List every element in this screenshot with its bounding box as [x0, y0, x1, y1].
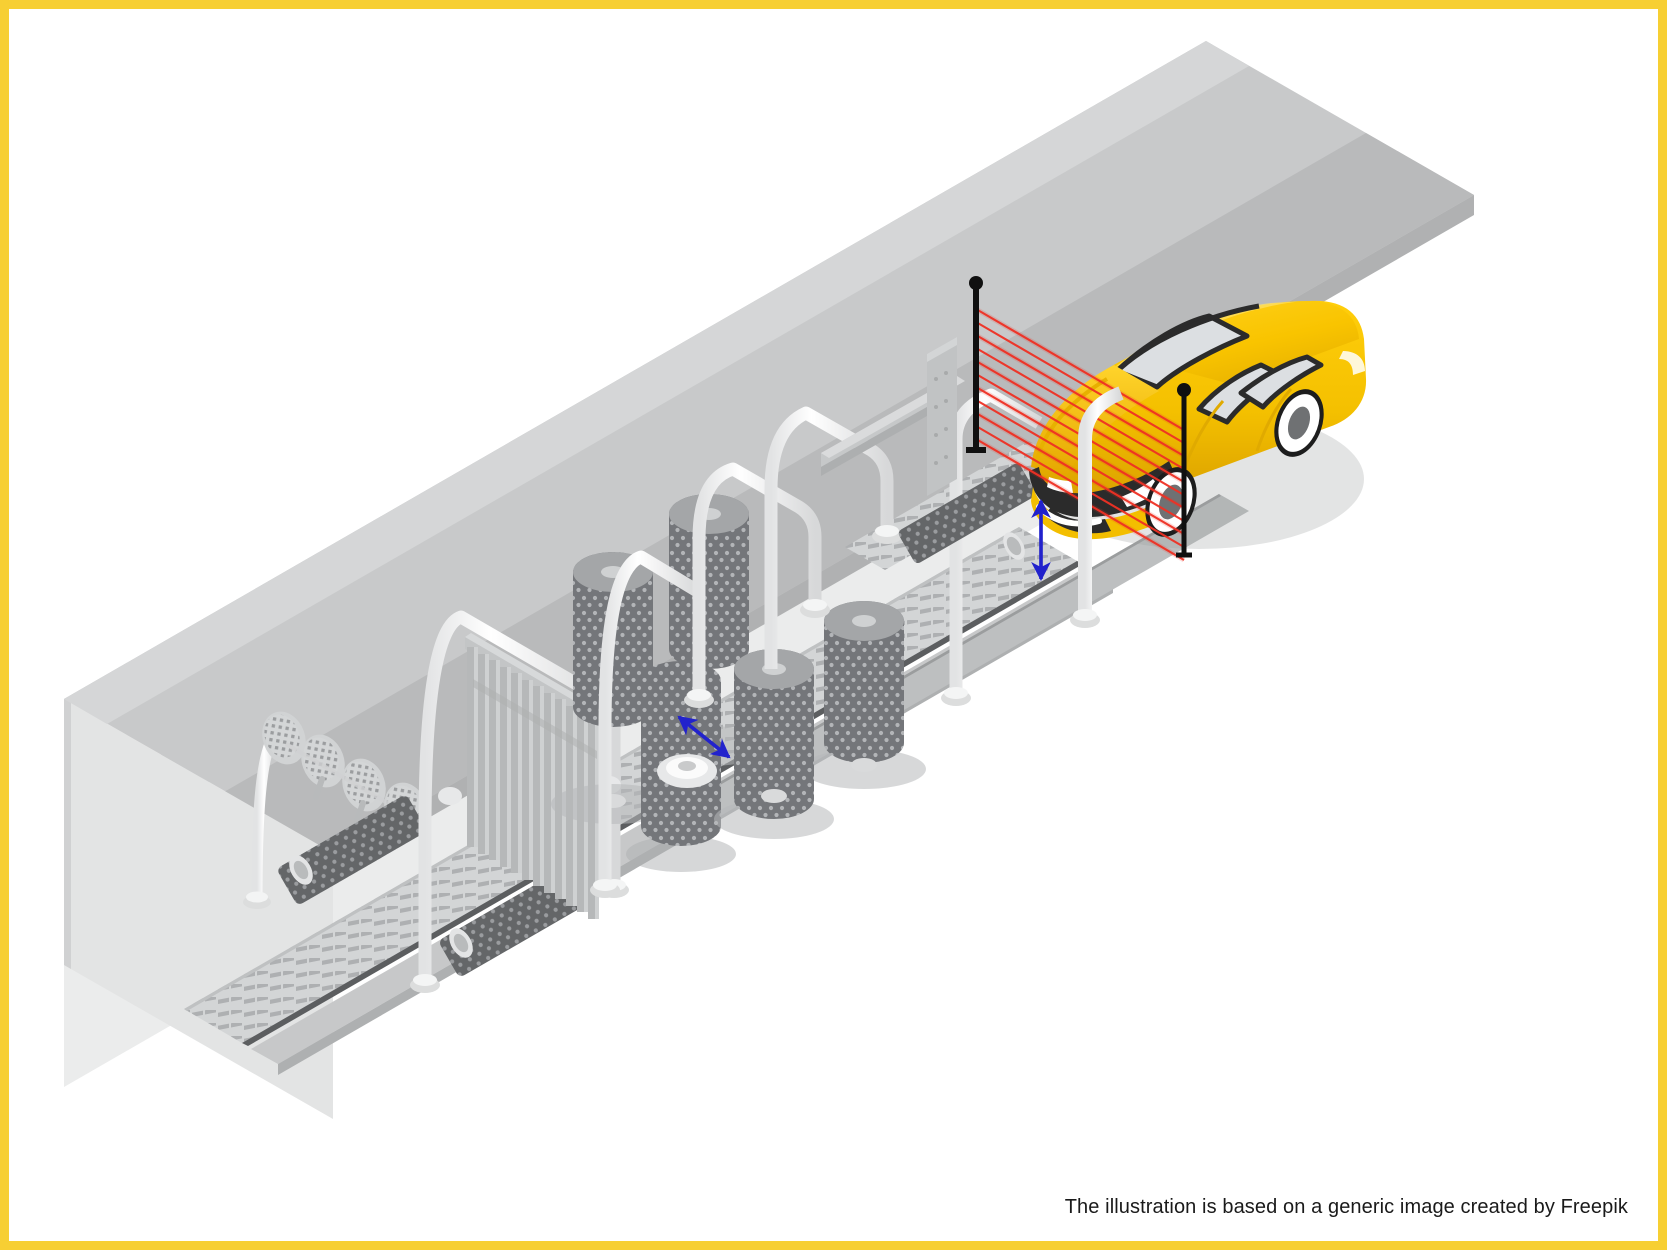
carwash-isometric-illustration	[64, 41, 1474, 1119]
arch-pipe-3	[684, 462, 830, 708]
roller-brush-rear	[440, 868, 588, 976]
arch-pipe-4	[764, 406, 902, 669]
vertical-brush-3	[802, 601, 926, 789]
attribution-caption: The illustration is based on a generic i…	[1064, 1196, 1628, 1218]
vertical-brush-1	[551, 552, 675, 824]
vertical-brush-5	[714, 649, 834, 839]
sensor-post-right	[1176, 383, 1192, 558]
arch-pipe-2	[590, 550, 703, 898]
car-wheel-rear	[1274, 389, 1324, 457]
roller-brush-conveyor	[898, 463, 1036, 563]
dimension-arrow-diagonal[interactable]	[677, 715, 731, 759]
wall-post	[927, 337, 957, 496]
floor-drain	[657, 754, 717, 788]
floor-wall-joint	[64, 41, 1249, 724]
arch-pipe-6	[1070, 386, 1124, 628]
roller-brush-front	[278, 796, 426, 904]
sensor-post-left	[966, 276, 986, 453]
